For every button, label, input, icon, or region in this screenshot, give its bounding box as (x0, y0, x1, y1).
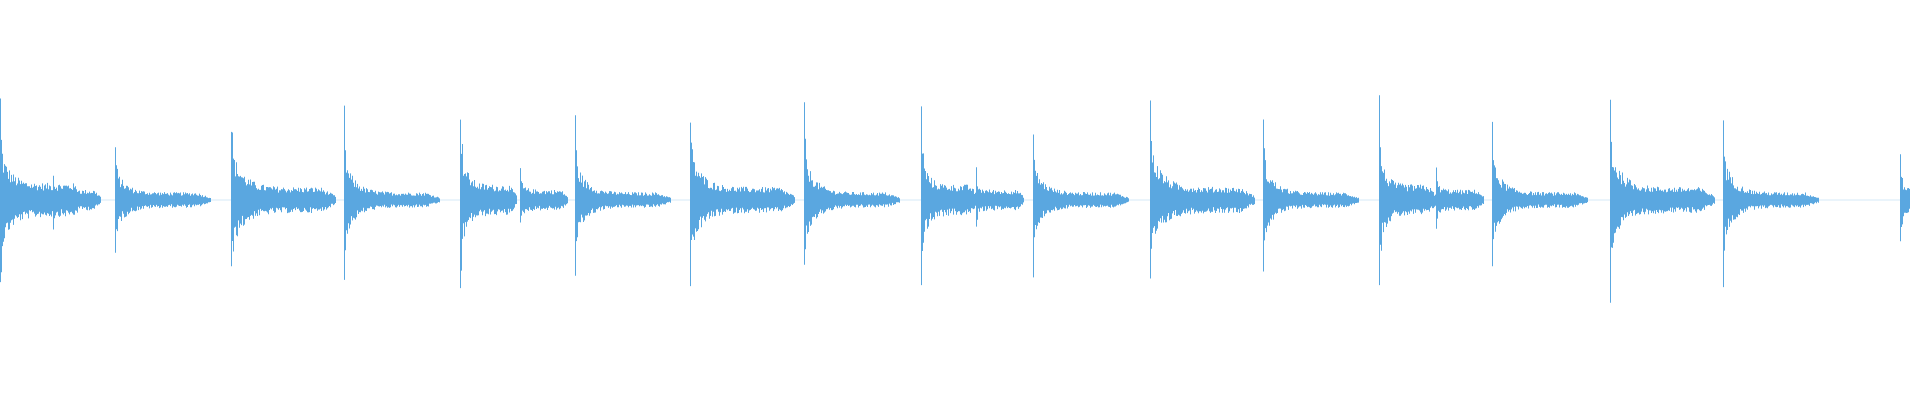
waveform-bars (0, 95, 1910, 303)
waveform-samples (0, 95, 1910, 303)
